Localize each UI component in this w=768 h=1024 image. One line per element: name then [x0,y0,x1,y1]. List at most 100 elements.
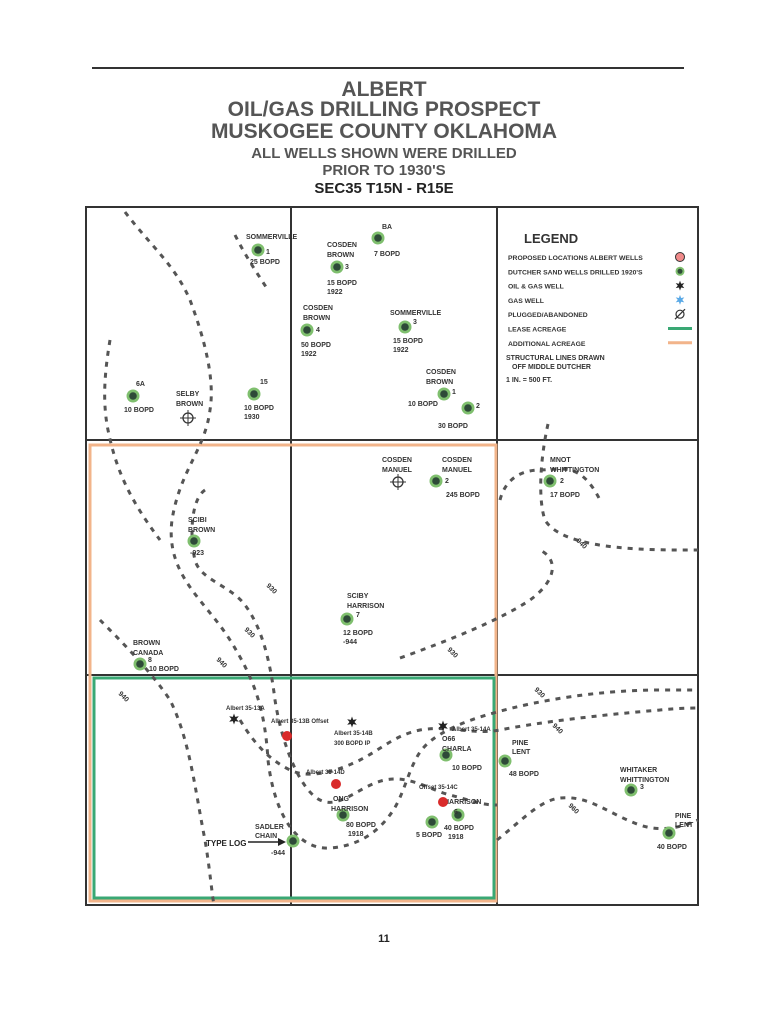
contour-label: 930 [446,646,459,659]
well-label: 10 BOPD [452,765,482,772]
well-label: 30 BOPD [438,423,468,430]
legend-item-label: DUTCHER SAND WELLS DRILLED 1920'S [508,269,643,276]
well-label: LENT [512,749,531,756]
well-label: WHITAKER [620,767,657,774]
proposed-well [331,779,341,789]
dutcher-well-core [190,537,198,545]
well-label: 7 [356,612,360,619]
contour-line-f [539,423,698,552]
dutcher-well-core [374,234,382,242]
well-label: COSDEN [303,305,333,312]
dutcher-well-core [627,786,635,794]
well-label: MANUEL [442,467,473,474]
well-label: CHARLA [442,746,472,753]
proposed-well-legend-symbol [675,252,685,262]
contour-label: 940 [215,656,228,669]
well-label: BROWN [426,379,453,386]
title-line-2: OIL/GAS DRILLING PROSPECT [227,98,541,121]
contour-line-h [238,706,699,776]
well-label: 48 BOPD [509,771,539,778]
well-label: BA [382,224,392,231]
legend-item-label: PLUGGED/ABANDONED [508,312,588,319]
legend-scale: 1 IN. = 500 FT. [506,377,552,384]
well-label: MNOT [550,457,571,464]
legend-note-1: STRUCTURAL LINES DRAWN [506,355,605,362]
legend-note-2: OFF MIDDLE DUTCHER [512,364,591,371]
contour-label: 940 [117,690,130,703]
lease-acreage-boundary [92,676,496,900]
well-label: 2 [445,478,449,485]
oil-gas-well-label: Albert 35-14B [334,731,373,737]
oil-gas-well-label: Albert 35-14A [452,727,491,733]
dutcher-well-core [254,246,262,254]
well-label: SCIBY [347,593,369,600]
well-label: BROWN [133,640,160,647]
dutcher-well-core [333,263,341,271]
title-line-1: ALBERT [341,78,427,101]
well-label: 10 BOPD [408,401,438,408]
type-log-pointer: TYPE LOG [206,838,286,848]
well-label: O66 [442,736,455,743]
contour-label: 930 [265,582,278,595]
well-label: WHITTINGTON [620,777,669,784]
oil-gas-well-label: 300 BOPD IP [334,741,370,747]
well-label: COSDEN [426,369,456,376]
contour-line-c [98,618,216,906]
well-label: 50 BOPD [301,342,331,349]
dutcher-well: BA7 BOPD [371,224,400,258]
legend-title: LEGEND [524,231,578,246]
plugged-well-label: BROWN [176,401,203,408]
dutcher-well-legend-core [677,268,683,274]
plugged-legend-icon [675,309,685,319]
well-label: 1918 [348,831,364,838]
oil-gas-well-icon [229,713,239,725]
well-label: 1918 [448,834,464,841]
well-label: 1922 [393,347,409,354]
dutcher-well-core [432,477,440,485]
dutcher-well-core [303,326,311,334]
well-label: SCIBI [188,517,207,524]
legend-item-label: LEASE ACREAGE [508,327,567,334]
dutcher-well-core [339,811,347,819]
well-label: 1922 [301,351,317,358]
well-label: LENT [675,822,694,829]
legend-item-label: ADDITIONAL ACREAGE [508,341,586,348]
well-label: 6 [454,809,458,816]
contour-line-a [123,211,698,850]
well-label: 10 BOPD [149,666,179,673]
oil-gas-star-icon [675,280,685,291]
dutcher-well: 230 BOPD [438,401,480,430]
gas-star-icon [675,294,685,305]
legend-item-label: GAS WELL [508,298,544,305]
well-label: 40 BOPD [444,825,474,832]
well-label: ONG [333,796,350,803]
well-label: COSDEN [442,457,472,464]
legend-item-label: OIL & GAS WELL [508,284,564,291]
title-line-5: PRIOR TO 1930'S [322,162,446,179]
contour-label: 940 [551,722,564,735]
well-label: 3 [413,319,417,326]
dutcher-well-core [343,615,351,623]
contour-label: 940 [575,537,588,550]
header-rule [92,67,684,69]
plugged-legend-slash [674,308,686,320]
well-label: 1 [266,249,270,256]
oil-gas-well-icon [347,716,357,728]
well-label: BROWN [327,252,354,259]
